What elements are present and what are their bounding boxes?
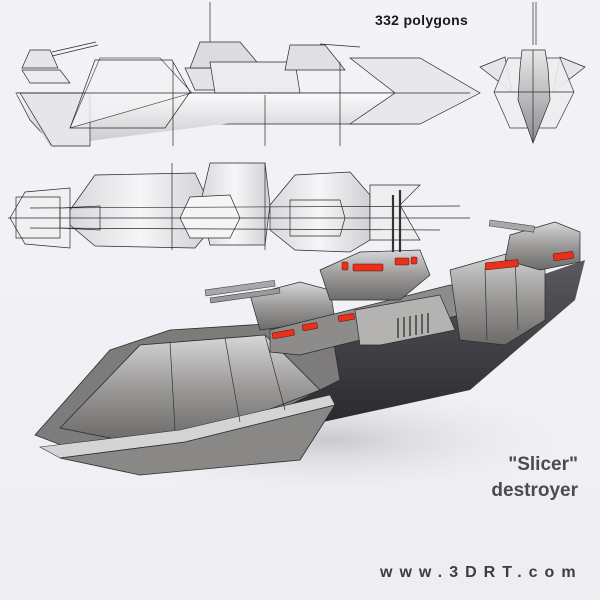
website-link[interactable]: www.3DRT.com [380,564,583,581]
model-type: destroyer [491,480,578,501]
front-wireframe [479,2,586,145]
side-wireframe [15,2,481,147]
top-wireframe [8,162,470,253]
model-name: "Slicer" [508,454,578,475]
polygon-count-label: 332 polygons [375,12,469,28]
textured-render [34,190,585,476]
